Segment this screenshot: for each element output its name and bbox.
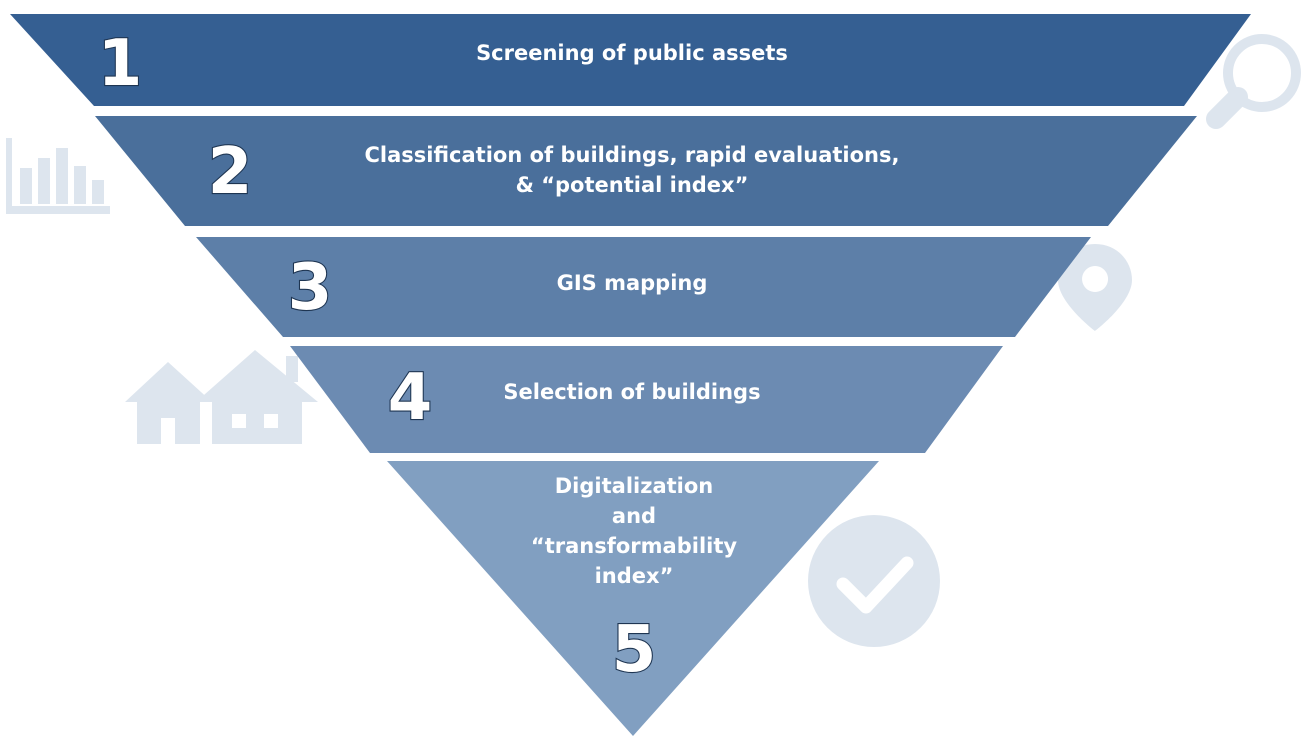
step-2-number: 2 xyxy=(208,135,253,209)
step-5-number: 5 xyxy=(612,613,657,687)
step-5-label: Digitalization and “transformability index” xyxy=(531,474,737,588)
bar-chart-icon xyxy=(6,138,110,214)
step-5-label-line: Digitalization xyxy=(555,474,713,498)
step-5: 5 Digitalization and “transformability index… xyxy=(387,461,879,736)
houses-icon xyxy=(125,350,318,444)
pyramid-bands: 1 Screening of public assets 2 Classificati… xyxy=(10,14,1251,736)
step-3-band xyxy=(196,237,1091,337)
step-5-label-line: and xyxy=(612,504,656,528)
step-2-band xyxy=(95,116,1197,226)
checkmark-circle-icon xyxy=(808,515,940,647)
step-2-label-line: Classification of buildings, rapid evalu… xyxy=(365,143,900,167)
step-4-band xyxy=(290,346,1003,453)
step-2: 2 Classification of buildings, rapid eval… xyxy=(95,116,1197,226)
step-4: 4 Selection of buildings xyxy=(290,346,1003,453)
step-3-label-line: GIS mapping xyxy=(557,271,708,295)
step-4-label-line: Selection of buildings xyxy=(503,380,760,404)
step-1-band xyxy=(10,14,1251,106)
step-5-label-line: index” xyxy=(595,564,674,588)
magnifier-icon xyxy=(1206,34,1301,129)
step-1-number: 1 xyxy=(98,27,143,101)
step-2-label-line: & “potential index” xyxy=(516,173,749,197)
step-5-band xyxy=(387,461,879,736)
step-5-label-line: “transformability xyxy=(531,534,737,558)
step-4-label: Selection of buildings xyxy=(503,380,760,404)
step-3-number: 3 xyxy=(288,251,333,325)
location-pin-icon xyxy=(1058,244,1132,331)
step-2-label: Classification of buildings, rapid evalu… xyxy=(365,143,900,197)
step-1: 1 Screening of public assets xyxy=(10,14,1251,106)
step-1-label-line: Screening of public assets xyxy=(476,41,788,65)
step-3: 3 GIS mapping xyxy=(196,237,1091,337)
step-3-label: GIS mapping xyxy=(557,271,708,295)
step-1-label: Screening of public assets xyxy=(476,41,788,65)
step-4-number: 4 xyxy=(388,361,433,435)
